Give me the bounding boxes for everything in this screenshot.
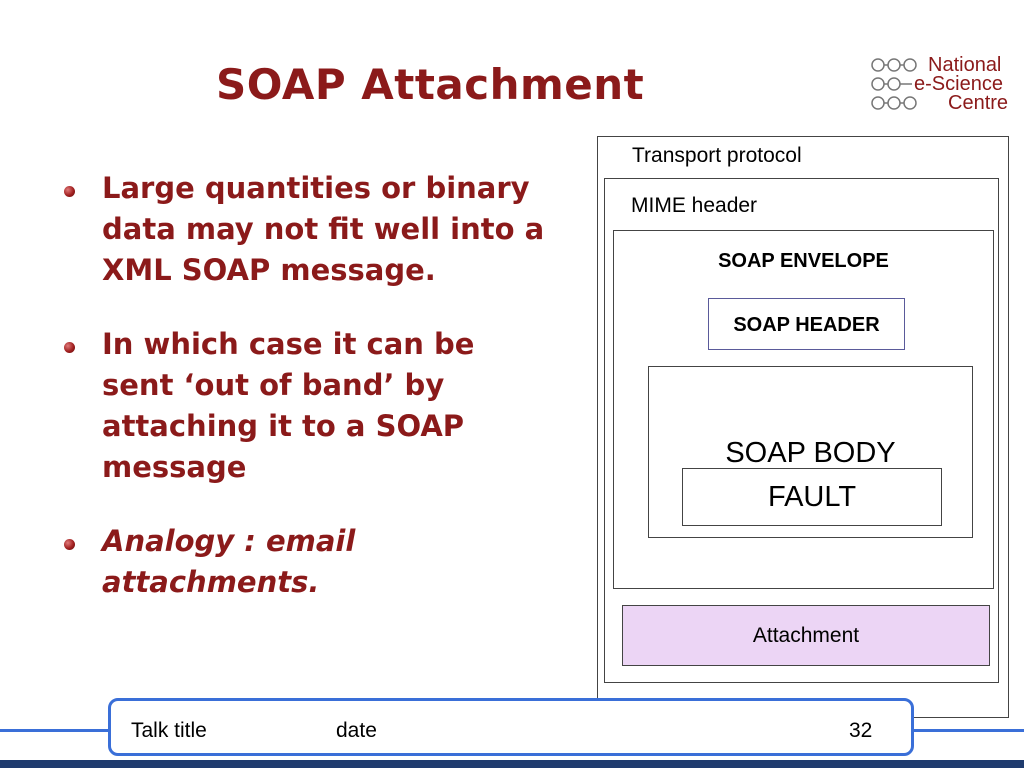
fault-box: FAULT	[682, 468, 942, 526]
bullet-item: Large quantities or binary data may not …	[62, 168, 552, 291]
bullet-list: Large quantities or binary data may not …	[62, 168, 552, 636]
bullet-item: Analogy : email attachments.	[62, 521, 552, 603]
bullet-dot-icon	[64, 186, 75, 197]
logo-line-national: National	[928, 54, 1002, 76]
slide-title: SOAP Attachment	[216, 60, 645, 109]
footer-bar	[0, 760, 1024, 768]
soap-header-box: SOAP HEADER	[708, 298, 905, 350]
bullet-dot-icon	[64, 342, 75, 353]
mime-header-label: MIME header	[631, 194, 758, 217]
soap-header-label: SOAP HEADER	[733, 314, 880, 336]
bullet-dot-icon	[64, 539, 75, 550]
soap-body-label: SOAP BODY	[725, 437, 896, 469]
bullet-text: Large quantities or binary data may not …	[102, 171, 545, 287]
bullet-item: In which case it can be sent ‘out of ban…	[62, 324, 552, 488]
fault-label: FAULT	[767, 481, 857, 513]
transport-protocol-label: Transport protocol	[632, 144, 802, 167]
logo-line-escience: e-Science	[914, 73, 1003, 95]
logo-circles-icon	[871, 58, 917, 110]
soap-envelope-label: SOAP ENVELOPE	[718, 250, 889, 272]
footer-date: date	[336, 719, 377, 742]
nesc-logo: National e-Science Centre	[870, 54, 1020, 120]
footer-talk-title: Talk title	[131, 719, 207, 742]
logo-line-centre: Centre	[948, 92, 1009, 114]
footer-panel: Talk title date 32	[108, 698, 914, 756]
attachment-box: Attachment	[622, 605, 990, 666]
footer-page-number: 32	[849, 719, 873, 742]
logo-text: National e-Science Centre	[914, 54, 1009, 114]
bullet-text: Analogy : email attachments.	[102, 524, 356, 599]
attachment-label: Attachment	[752, 624, 860, 647]
bullet-text: In which case it can be sent ‘out of ban…	[102, 327, 475, 484]
